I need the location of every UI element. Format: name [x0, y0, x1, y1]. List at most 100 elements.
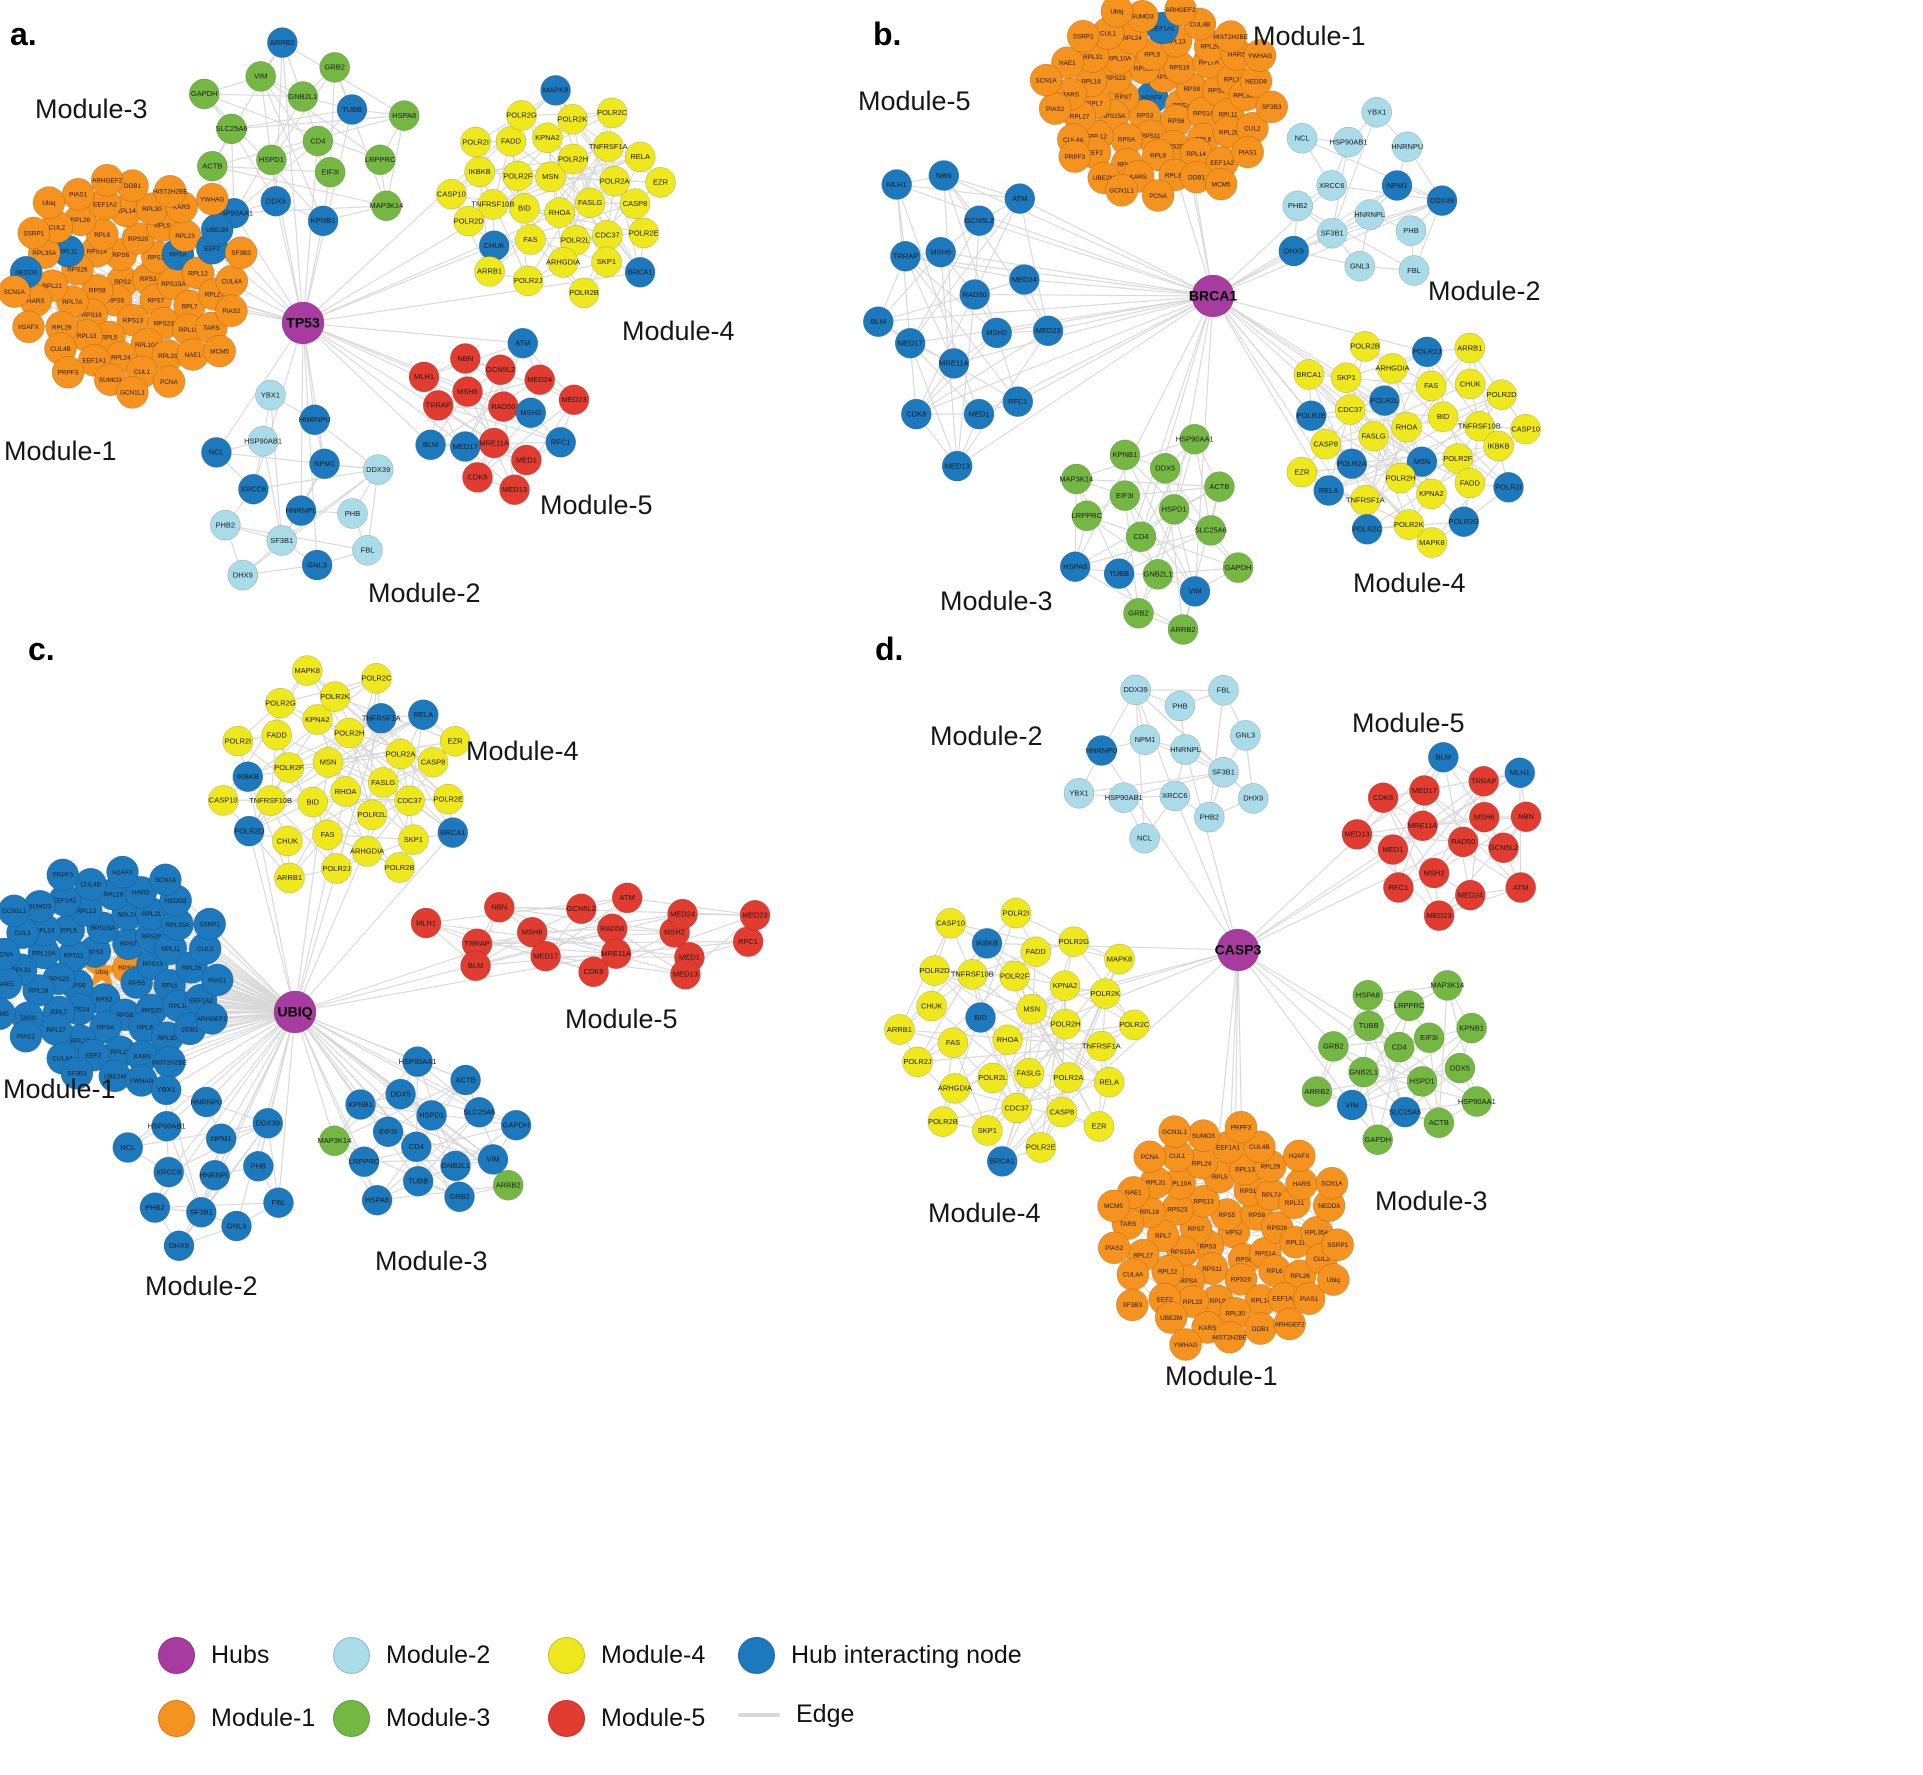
gene-node-label: RPL6 — [94, 232, 110, 239]
gene-node-label: SSRP1 — [1327, 1242, 1348, 1249]
gene-node-label: RPL29 — [104, 892, 124, 899]
gene-node-label: RPS14 — [1255, 1251, 1276, 1258]
gene-node — [1351, 514, 1383, 545]
gene-node — [1105, 174, 1138, 207]
gene-node — [578, 956, 609, 988]
gene-node-label: PHB2 — [1200, 812, 1220, 821]
gene-node-label: IKBKB — [1487, 441, 1509, 450]
gene-node-label: YWHAG — [129, 1078, 153, 1085]
gene-node-label: NAE1 — [1125, 1190, 1142, 1197]
gene-node-label: GNB2L1 — [441, 1161, 470, 1170]
gene-node — [971, 928, 1003, 959]
gene-node-label: HNRNPU — [299, 415, 331, 424]
gene-node-label: RPS8 — [89, 288, 106, 295]
gene-node — [408, 699, 439, 730]
gene-node-label: RPL9 — [1150, 152, 1166, 159]
module-label: Module-5 — [540, 490, 653, 520]
gene-node — [1009, 264, 1040, 295]
edge — [1007, 949, 1239, 1041]
gene-node-label: CUL1 — [1169, 1153, 1186, 1160]
gene-node — [193, 907, 226, 941]
gene-node-label: RPS13 — [1134, 65, 1155, 72]
gene-node — [385, 1078, 416, 1110]
module-label: Module-4 — [622, 316, 735, 346]
gene-node — [1393, 509, 1425, 540]
gene-node-label: MAP3K14 — [370, 201, 404, 210]
gene-node-label: PIAS2 — [1105, 1245, 1124, 1252]
edge — [294, 1011, 335, 1141]
gene-node — [530, 940, 561, 972]
gene-node-label: RPS13 — [142, 961, 163, 968]
gene-node-label: RPS15A — [90, 925, 115, 932]
edge — [212, 165, 387, 207]
edge — [979, 220, 1214, 297]
gene-node-label: MED24 — [1012, 275, 1037, 284]
gene-node-label: POLR2J — [1413, 347, 1442, 356]
gene-node — [1416, 527, 1448, 558]
gene-node — [302, 125, 334, 157]
gene-node-label: MSH2 — [664, 928, 685, 937]
gene-node-label: RPL14 — [169, 1003, 189, 1010]
gene-node — [916, 990, 947, 1022]
edge — [294, 953, 617, 1013]
gene-node-label: RPSA — [97, 1024, 115, 1031]
gene-node-label: RPS5 — [1219, 1212, 1236, 1219]
gene-node-label: HNRNPL — [1170, 745, 1201, 754]
gene-node-label: CUL4B — [1249, 1144, 1270, 1151]
gene-node-label: RPS14 — [1193, 110, 1214, 117]
gene-node-label: RPL6 — [162, 983, 178, 990]
gene-node-label: SLC25A6 — [1389, 1107, 1421, 1116]
gene-node — [1377, 353, 1408, 384]
gene-node — [611, 882, 643, 914]
gene-node-label: H2AFX — [1289, 1153, 1310, 1160]
gene-node — [1389, 1096, 1421, 1128]
gene-node-label: YBX1 — [157, 1085, 176, 1094]
module-label: Module-2 — [145, 1271, 258, 1301]
edge — [499, 906, 617, 955]
gene-node-label: GRB2 — [324, 63, 344, 72]
gene-node — [408, 361, 440, 393]
gene-node — [1295, 400, 1327, 431]
gene-node-label: POLR2A — [600, 177, 630, 186]
gene-node-label: ATM — [1513, 883, 1528, 892]
gene-node-label: HARS — [132, 890, 150, 897]
gene-node — [1167, 614, 1199, 645]
gene-node-label: RPL31 — [158, 353, 178, 360]
gene-node — [196, 182, 229, 216]
gene-node — [1103, 558, 1135, 589]
gene-node — [261, 719, 293, 751]
gene-node-label: TNFRSF1A — [1346, 496, 1385, 505]
edge — [169, 1011, 296, 1063]
gene-node — [32, 186, 66, 219]
edge — [956, 295, 1214, 467]
gene-node-label: FASLG — [1362, 432, 1386, 441]
edge — [877, 251, 942, 323]
edge — [956, 294, 976, 467]
gene-node-label: RPL26 — [182, 965, 202, 972]
gene-node-label: ARHGDIA — [938, 1084, 972, 1093]
gene-node — [1123, 598, 1154, 629]
gene-node — [1455, 879, 1486, 911]
edge — [294, 832, 454, 1013]
gene-node-label: RPL7A — [62, 299, 83, 306]
edge — [909, 342, 980, 415]
gene-node-label: MSN — [320, 758, 337, 767]
edge — [1377, 1005, 1410, 1140]
gene-node-label: PHB — [345, 509, 360, 518]
gene-node-label: MCM5 — [0, 1011, 9, 1018]
gene-node-label: MED23 — [561, 395, 586, 404]
gene-node — [593, 131, 624, 162]
gene-node-label: RELA — [1319, 486, 1339, 495]
edge — [905, 255, 1025, 281]
gene-node-label: NCL — [209, 448, 224, 457]
gene-node — [1348, 1056, 1379, 1088]
gene-node — [267, 27, 298, 58]
gene-node — [433, 783, 464, 815]
edge — [943, 175, 1049, 332]
gene-node — [402, 1046, 433, 1077]
gene-node — [255, 379, 286, 411]
gene-node — [1317, 1263, 1350, 1296]
gene-node-label: ARHGDIA — [350, 847, 384, 856]
gene-node — [1061, 463, 1092, 495]
gene-node — [388, 100, 420, 131]
